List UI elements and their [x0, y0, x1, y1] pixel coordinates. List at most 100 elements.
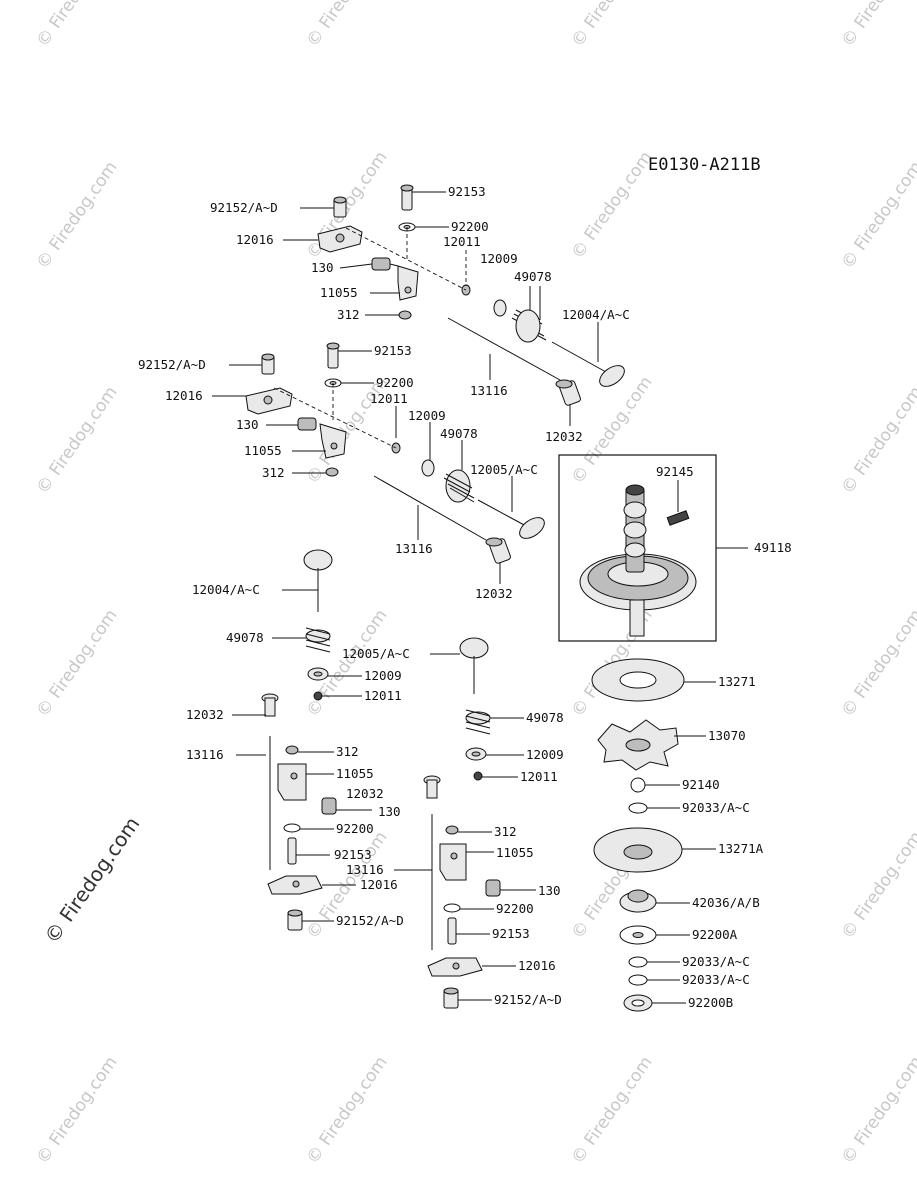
label-12005: 12005/A~C [470, 462, 538, 477]
watermark: © Firedog.com [838, 0, 917, 51]
label-92153: 92153 [374, 343, 412, 358]
tappet-12032 [423, 775, 441, 799]
retainer-12009 [493, 299, 507, 317]
watermark: © Firedog.com [568, 0, 657, 51]
bolt-92153 [326, 342, 340, 369]
label-12004: 12004/A~C [562, 307, 630, 322]
label-12016: 12016 [360, 877, 398, 892]
label-92153: 92153 [448, 184, 486, 199]
tappet-12032 [261, 693, 279, 717]
label-312: 312 [494, 824, 517, 839]
label-130: 130 [311, 260, 334, 275]
label-92200: 92200 [496, 901, 534, 916]
tappet-12032 [555, 379, 581, 406]
label-12032: 12032 [475, 586, 513, 601]
label-92145: 92145 [656, 464, 694, 479]
watermark: © Firedog.com [838, 1053, 917, 1168]
watermark-primary: © Firedog.com [39, 812, 144, 948]
ball-92140 [630, 777, 646, 793]
label-11055: 11055 [320, 285, 358, 300]
label-92200B: 92200B [688, 995, 733, 1010]
rocker-pivot-92152 [443, 987, 459, 1009]
label-11055: 11055 [496, 845, 534, 860]
governor-stack [591, 658, 716, 1012]
label-12011: 12011 [364, 688, 402, 703]
label-12016: 12016 [236, 232, 274, 247]
rocker-stack-lower-left [232, 693, 372, 931]
label-11055: 11055 [244, 443, 282, 458]
retainer-12009 [307, 667, 329, 681]
watermark: © Firedog.com [838, 606, 917, 721]
plate-13271 [591, 658, 685, 702]
rocker-pivot-92152 [287, 909, 303, 931]
label-11055: 11055 [336, 766, 374, 781]
label-13070: 13070 [708, 728, 746, 743]
watermark: © Firedog.com [838, 158, 917, 273]
watermark: © Firedog.com [33, 383, 122, 498]
label-12032: 12032 [186, 707, 224, 722]
camshaft-box [558, 454, 748, 642]
bolt-92153 [447, 917, 457, 945]
rocker-bracket-11055 [439, 843, 467, 881]
intake-valve-12004 [551, 341, 625, 387]
valve-spring-49078 [305, 627, 331, 653]
gear-42036 [619, 889, 657, 913]
watermark: © Firedog.com [838, 383, 917, 498]
exhaust-valve-12005 [477, 499, 545, 539]
rocker-bracket-11055 [277, 763, 307, 801]
label-12016: 12016 [518, 958, 556, 973]
rocker-bracket-11055 [397, 265, 419, 301]
washer-92200 [443, 903, 461, 913]
watermark: © Firedog.com [33, 606, 122, 721]
nut-312 [398, 310, 412, 320]
label-49118: 49118 [754, 540, 792, 555]
washer-92200A [619, 925, 657, 945]
adjust-screw-130 [485, 879, 501, 897]
label-12009: 12009 [480, 251, 518, 266]
label-92152: 92152/A~D [336, 913, 404, 928]
label-13271: 13271 [718, 674, 756, 689]
label-13116: 13116 [186, 747, 224, 762]
label-49078: 49078 [526, 710, 564, 725]
label-130: 130 [378, 804, 401, 819]
rocker-pivot-92152 [333, 196, 347, 218]
watermark: © Firedog.com [568, 148, 657, 263]
valve-spring-49078 [511, 309, 547, 343]
circlip-92033-a [628, 802, 648, 814]
washer-92200B [623, 994, 653, 1012]
valve-train-upper [283, 184, 625, 426]
label-13116: 13116 [395, 541, 433, 556]
label-12016: 12016 [165, 388, 203, 403]
label-312: 312 [337, 307, 360, 322]
label-49078: 49078 [226, 630, 264, 645]
watermark: © Firedog.com [33, 158, 122, 273]
bolt-92153 [400, 184, 414, 211]
adjust-screw-130 [321, 797, 337, 815]
intake-valve-12004 [303, 549, 333, 612]
circlip-92033-b [628, 956, 648, 968]
label-12009: 12009 [364, 668, 402, 683]
label-12011: 12011 [443, 234, 481, 249]
nut-312 [445, 825, 459, 835]
label-12009: 12009 [408, 408, 446, 423]
label-92152: 92152/A~D [138, 357, 206, 372]
label-49078: 49078 [440, 426, 478, 441]
washer-92200 [283, 823, 301, 833]
watermark: © Firedog.com [33, 1053, 122, 1168]
rocker-bracket-11055 [319, 423, 347, 459]
push-rod-13116 [373, 475, 487, 541]
valve-spring-49078 [465, 709, 491, 735]
rocker-arm-12016 [245, 387, 293, 415]
valve-spring-49078 [443, 469, 475, 503]
valve-train-middle [212, 342, 545, 584]
watermark: © Firedog.com [568, 1053, 657, 1168]
label-92200A: 92200A [692, 927, 738, 942]
nut-312 [325, 467, 339, 477]
label-92200: 92200 [336, 821, 374, 836]
watermark: © Firedog.com [303, 0, 392, 51]
tappet-12032 [485, 537, 511, 564]
label-92152: 92152/A~D [210, 200, 278, 215]
flyweight-holder-13070 [597, 719, 679, 771]
label-12011: 12011 [370, 391, 408, 406]
